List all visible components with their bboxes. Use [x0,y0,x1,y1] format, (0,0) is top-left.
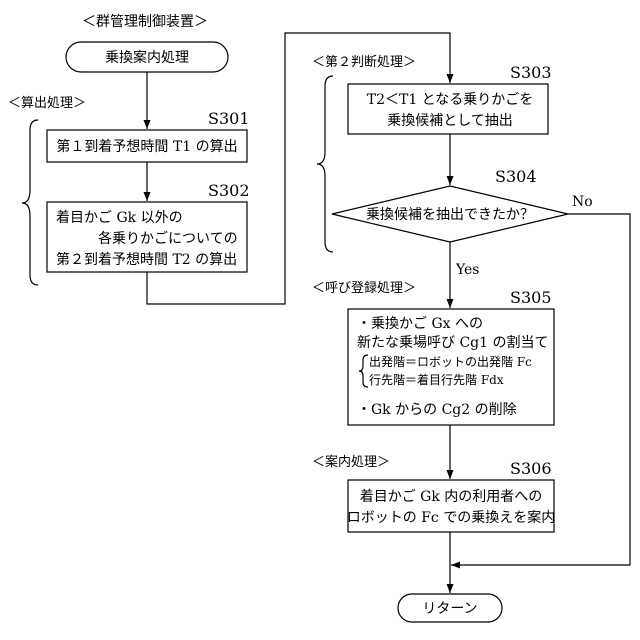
s306-line-1: 着目かご Gk 内の利用者への [360,489,543,505]
s305-line-2: 新たな乗場呼び Cg1 の割当て [357,334,548,351]
branch-label-no: No [572,194,593,210]
step-id-s304: S304 [495,167,537,186]
s302-line-3: 第２到着予想時間 T2 の算出 [56,251,237,268]
s305-sub-1: 出発階＝ロボットの出発階 Fc [369,354,532,369]
s305-line-1: ・乗換かご Gx への [357,316,483,332]
s301-line-1: 第１到着予想時間 T1 の算出 [56,138,237,155]
step-id-s303: S303 [510,63,552,82]
diagram-title: ＜群管理制御装置＞ [82,14,208,30]
step-id-s301: S301 [208,109,250,128]
end-label: リターン [422,601,477,617]
group-label-calc: ＜算出処理＞ [8,96,86,111]
brace-judge [317,76,333,252]
brace-calc [22,120,38,285]
step-id-s305: S305 [510,288,552,307]
s305-line-last: ・Gk からの Cg2 の削除 [357,402,517,418]
branch-label-yes: Yes [455,262,480,278]
step-id-s306: S306 [510,459,552,478]
step-id-s302: S302 [208,181,250,200]
s303-line-1: T2＜T1 となる乗りかごを [367,92,534,108]
group-label-guide: ＜案内処理＞ [312,454,390,470]
s306-line-2: ロボットの Fc での乗換えを案内 [347,509,555,526]
start-label: 乗換案内処理 [105,49,189,66]
s304-line-1: 乗換候補を抽出できたか？ [366,207,534,223]
s302-line-1: 着目かご Gk 以外の [56,210,183,226]
s305-sub-2: 行先階＝着目行先階 Fdx [369,372,504,387]
s302-line-2: 各乗りかごについての [98,231,238,247]
group-label-judge: ＜第２判断処理＞ [312,55,416,70]
s303-line-2: 乗換候補として抽出 [387,113,513,129]
group-label-call: ＜呼び登録処理＞ [312,281,416,296]
